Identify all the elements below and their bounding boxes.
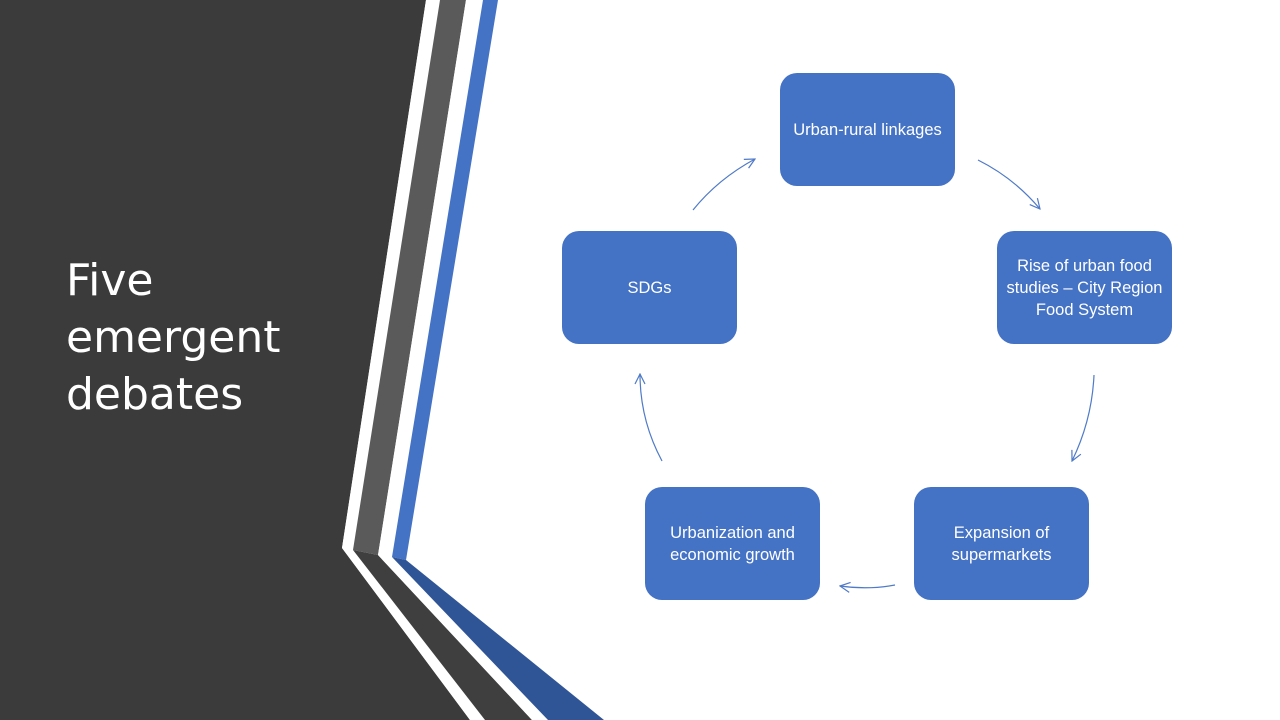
title-line: emergent [66, 312, 281, 363]
white-gap-middle [378, 0, 483, 557]
grey-lower-stripe [353, 550, 532, 720]
node-supermarkets: Expansion of supermarkets [914, 487, 1089, 600]
blue-lower-band [392, 557, 604, 720]
node-label: SDGs [627, 278, 672, 297]
cycle-arrow [977, 159, 1040, 209]
node-label: Expansion of supermarkets [951, 523, 1052, 564]
white-sliver-lower [378, 555, 548, 720]
cycle-arrow [692, 159, 755, 211]
slide-title: Five emergent debates [66, 252, 346, 423]
title-line: debates [66, 369, 244, 420]
title-line: Five [66, 255, 154, 306]
node-sdgs: SDGs [562, 231, 737, 344]
cycle-arrow [1072, 374, 1095, 461]
dark-panel [0, 0, 470, 720]
node-urban-food-studies: Rise of urban food studies – City Region… [997, 231, 1172, 344]
blue-stripe [392, 0, 498, 560]
node-label: Urban-rural linkages [793, 120, 942, 139]
node-urban-rural-linkages: Urban-rural linkages [780, 73, 955, 186]
grey-stripe [353, 0, 466, 555]
node-label: Urbanization and economic growth [670, 523, 795, 564]
node-urbanization: Urbanization and economic growth [645, 487, 820, 600]
node-label: Rise of urban food studies – City Region… [1006, 256, 1163, 319]
white-gap-upper [342, 0, 440, 550]
cycle-arrow [640, 374, 663, 462]
white-gap-lower [342, 548, 485, 720]
cycle-arrow [840, 585, 896, 588]
